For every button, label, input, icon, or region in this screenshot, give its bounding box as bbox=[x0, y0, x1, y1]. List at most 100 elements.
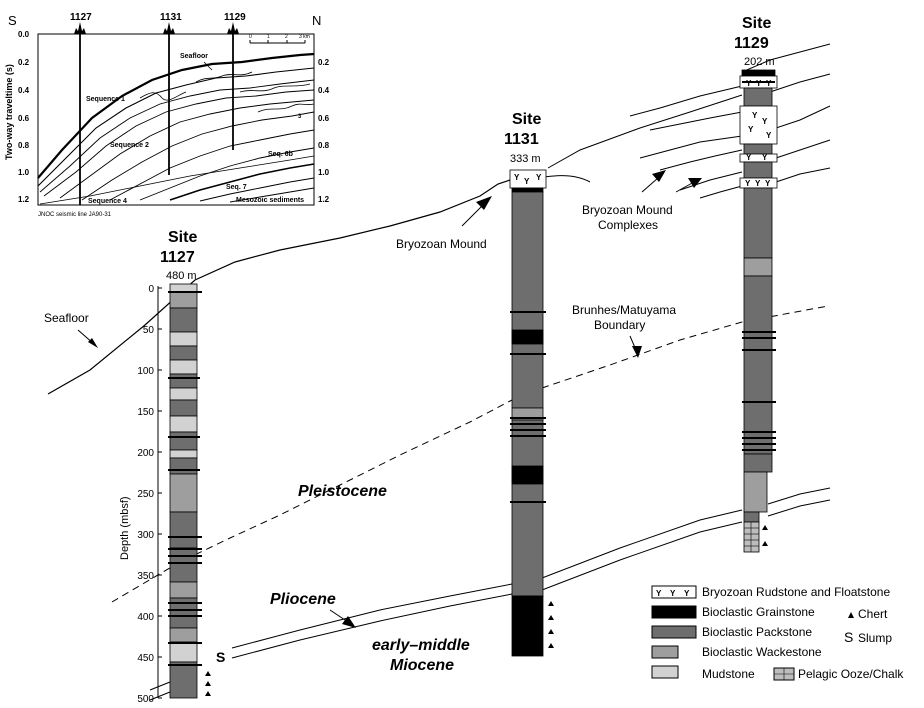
depth-tick: 0 bbox=[148, 284, 154, 295]
legend-label-rudstone: Bryozoan Rudstone and Floatstone bbox=[702, 585, 890, 599]
rudstone-symbol: Y bbox=[748, 125, 754, 134]
legend-label-grainstone: Bioclastic Grainstone bbox=[702, 605, 815, 619]
inset-borehole-heads bbox=[74, 22, 239, 34]
inset-south-label: S bbox=[8, 13, 17, 28]
legend-swatch-mudstone bbox=[651, 665, 679, 679]
lith-packstone bbox=[169, 373, 198, 389]
rudstone-symbol: Y bbox=[762, 117, 768, 126]
miocene-label-1: early–middle bbox=[372, 637, 470, 654]
legend-packstone: Bioclastic Packstone bbox=[651, 625, 812, 639]
chert-marker bbox=[548, 601, 554, 606]
rudstone-symbol: Y bbox=[745, 179, 751, 188]
inset-reflectors bbox=[37, 52, 315, 205]
chert-marker bbox=[548, 615, 554, 620]
legend-ooze: Pelagic Ooze/Chalk bbox=[773, 667, 904, 681]
inset-boreholes bbox=[79, 26, 234, 205]
complexes-arrow-1 bbox=[652, 170, 666, 182]
lith-packstone bbox=[169, 399, 198, 417]
legend-rudstone: Y Y Y Bryozoan Rudstone and Floatstone bbox=[651, 585, 890, 599]
inset-site-1127: 1127 bbox=[70, 12, 92, 23]
site-1131-chert bbox=[548, 601, 554, 648]
chert-marker bbox=[548, 629, 554, 634]
chert-marker bbox=[762, 541, 768, 546]
inset-tick-left: 1.2 bbox=[18, 195, 30, 204]
brunhes-arrow bbox=[632, 346, 642, 358]
chert-marker bbox=[205, 681, 211, 686]
rudstone-symbol: Y bbox=[656, 589, 662, 598]
rudstone-symbol: Y bbox=[514, 173, 520, 182]
site-1127-lithology bbox=[169, 283, 198, 699]
lith-grainstone bbox=[511, 187, 544, 193]
depth-tick: 250 bbox=[137, 489, 154, 500]
miocene-label-2: Miocene bbox=[390, 657, 454, 674]
inset-y-axis-label: Two-way traveltime (s) bbox=[4, 64, 14, 160]
site-1129-number: 1129 bbox=[734, 35, 769, 52]
lith-packstone bbox=[169, 547, 198, 583]
site-1127-grainstone-bands bbox=[168, 291, 202, 666]
depth-tick: 500 bbox=[137, 694, 154, 705]
legend-label-mudstone: Mudstone bbox=[702, 667, 755, 681]
depth-tick: 300 bbox=[137, 530, 154, 541]
pliocene-arrow bbox=[342, 616, 356, 628]
lith-grainstone bbox=[511, 329, 544, 345]
legend-label-slump: Slump bbox=[858, 631, 892, 645]
lith-packstone bbox=[169, 431, 198, 451]
rudstone-symbol: Y bbox=[765, 179, 771, 188]
site-1129-chert bbox=[762, 525, 768, 546]
lith-grainstone bbox=[511, 595, 544, 657]
lith-packstone bbox=[743, 187, 773, 259]
inset-seq-6b: Seq. 6b bbox=[268, 151, 293, 158]
site-1127-depth: 480 m bbox=[166, 270, 197, 282]
pleistocene-label: Pleistocene bbox=[298, 483, 387, 500]
lith-packstone bbox=[743, 275, 773, 455]
lith-rudstone bbox=[739, 105, 778, 145]
legend-label-packstone: Bioclastic Packstone bbox=[702, 625, 812, 639]
lith-packstone bbox=[169, 307, 198, 333]
legend-grainstone: Bioclastic Grainstone bbox=[651, 605, 815, 619]
inset-tick-right: 0.8 bbox=[318, 141, 330, 150]
lith-packstone bbox=[169, 661, 198, 699]
lith-packstone bbox=[743, 453, 773, 473]
lith-mudstone bbox=[169, 283, 198, 293]
inset-tick-left: 0.8 bbox=[18, 141, 30, 150]
inset-tick-right: 0.6 bbox=[318, 114, 330, 123]
rudstone-symbol: Y bbox=[684, 589, 690, 598]
inset-site-1131: 1131 bbox=[160, 12, 182, 23]
legend-label-chert: Chert bbox=[858, 607, 888, 621]
site-1127-column: Site 1127 480 m Depth (mbsf) 0 50 100 15… bbox=[119, 229, 225, 705]
lith-packstone bbox=[511, 191, 544, 409]
site-1131-number: 1131 bbox=[504, 131, 539, 148]
lith-mudstone bbox=[169, 449, 198, 459]
rudstone-symbol: Y bbox=[766, 79, 772, 88]
lith-ooze bbox=[743, 521, 760, 553]
lith-wackestone bbox=[169, 473, 198, 513]
site-1129-rudstone-symbols: Y Y Y Y Y Y Y Y Y Y Y Y bbox=[745, 79, 772, 188]
lith-packstone bbox=[743, 87, 773, 107]
lith-wackestone bbox=[169, 627, 198, 643]
seafloor-arrow bbox=[88, 338, 98, 348]
rudstone-symbol: Y bbox=[536, 173, 542, 182]
scale-tick: 2 bbox=[285, 34, 288, 40]
lith-wackestone bbox=[169, 291, 198, 309]
depth-tick: 450 bbox=[137, 653, 154, 664]
inset-mesozoic: Mesozoic sediments bbox=[236, 197, 304, 204]
lith-mudstone bbox=[169, 387, 198, 401]
inset-tick-right: 1.2 bbox=[318, 195, 330, 204]
site-1131-title: Site bbox=[512, 111, 541, 128]
annotations: Seafloor Bryozoan Mound Bryozoan Mound C… bbox=[44, 170, 702, 674]
inset-sequence-4: Sequence 4 bbox=[88, 198, 127, 205]
chert-marker bbox=[762, 525, 768, 530]
upper-seafloor-line bbox=[547, 94, 743, 169]
inset-tick-left: 0.0 bbox=[18, 30, 30, 39]
site-1127-number: 1127 bbox=[160, 249, 195, 266]
rudstone-symbol: Y bbox=[755, 179, 761, 188]
seismic-inset: S N 1127 1131 1129 Two-way traveltime (s… bbox=[4, 12, 330, 218]
lith-packstone bbox=[169, 457, 198, 475]
chert-marker bbox=[205, 691, 211, 696]
seafloor-line bbox=[47, 179, 511, 395]
depth-axis-ticks: 0 50 100 150 200 250 300 350 400 450 500 bbox=[137, 284, 154, 705]
mound-arrow bbox=[476, 196, 492, 210]
inset-horizon-3: 3 bbox=[298, 114, 302, 120]
inset-site-1129: 1129 bbox=[224, 12, 246, 23]
